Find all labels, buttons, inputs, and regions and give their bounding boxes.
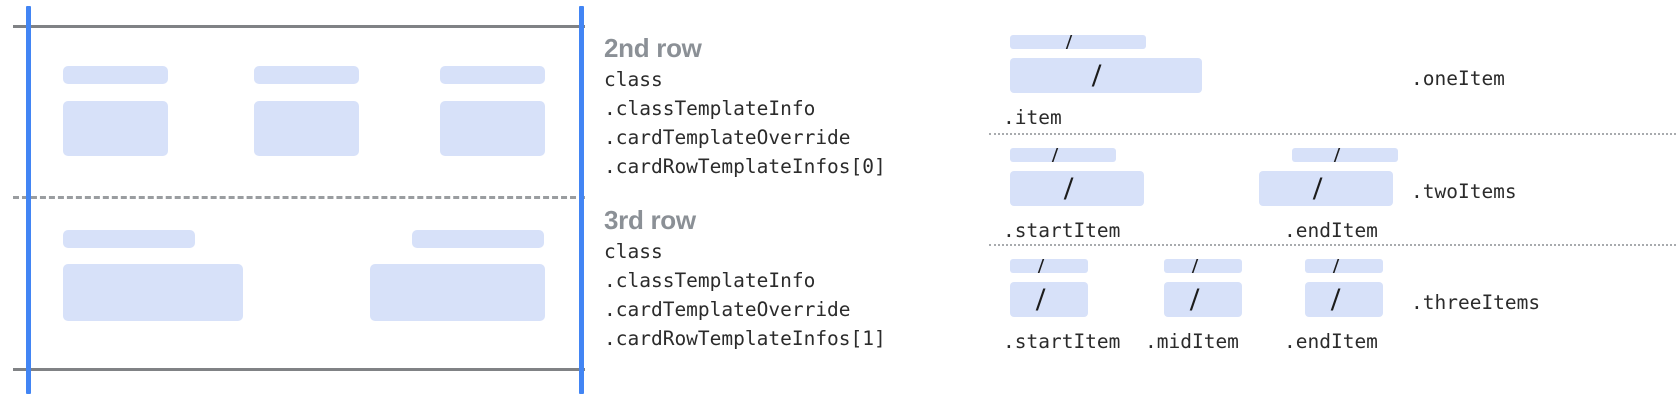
item-body-placeholder: /: [1164, 282, 1242, 317]
annotation-line: .cardTemplateOverride: [604, 298, 851, 321]
slash-glyph: /: [1333, 259, 1340, 273]
annotation-title: 2nd row: [604, 33, 702, 63]
item-body-placeholder: /: [1010, 171, 1144, 206]
variant-name: .oneItem: [1411, 67, 1505, 90]
placeholder-body: [440, 101, 545, 156]
content-guide-right: [579, 6, 584, 394]
slash-glyph: /: [1036, 282, 1046, 317]
annotation-line: class: [604, 240, 663, 263]
annotation-line: .cardTemplateOverride: [604, 126, 851, 149]
variant-name: .threeItems: [1411, 291, 1541, 314]
item-body-placeholder: /: [1305, 282, 1383, 317]
annotation-block-3rd-row: 3rd row class .classTemplateInfo .cardTe…: [604, 203, 886, 353]
item-label-placeholder: /: [1010, 259, 1088, 273]
placeholder-body: [370, 264, 545, 321]
item-caption: .startItem: [1003, 219, 1121, 242]
item-label-placeholder: /: [1305, 259, 1383, 273]
item-body-placeholder: /: [1259, 171, 1393, 206]
item-caption: .midItem: [1145, 330, 1239, 353]
item-layout-variants: / / .item .oneItem / / .startItem / /: [974, 0, 1676, 412]
placeholder-label: [254, 66, 359, 84]
variant-separator: [989, 133, 1676, 135]
annotation-line: class: [604, 68, 663, 91]
row-boundary-top: [13, 25, 585, 28]
item-body-placeholder: /: [1010, 58, 1202, 93]
item-label-placeholder: /: [1164, 259, 1242, 273]
item-caption: .item: [1003, 106, 1062, 129]
annotation-line: .classTemplateInfo: [604, 97, 816, 120]
slash-glyph: /: [1066, 35, 1073, 49]
slash-glyph: /: [1313, 171, 1323, 206]
slash-glyph: /: [1192, 259, 1199, 273]
slash-glyph: /: [1052, 148, 1059, 162]
annotation-line: .cardRowTemplateInfos[1]: [604, 327, 886, 350]
placeholder-label: [412, 230, 544, 248]
row-boundary-bottom: [13, 368, 585, 371]
placeholder-body: [63, 101, 168, 156]
placeholder-label: [440, 66, 545, 84]
annotation-block-2nd-row: 2nd row class .classTemplateInfo .cardTe…: [604, 31, 886, 181]
item-label-placeholder: /: [1010, 35, 1146, 49]
placeholder-body: [63, 264, 243, 321]
slash-glyph: /: [1038, 259, 1045, 273]
slash-glyph: /: [1190, 282, 1200, 317]
placeholder-body: [254, 101, 359, 156]
slash-glyph: /: [1334, 148, 1341, 162]
annotation-title: 3rd row: [604, 205, 696, 235]
slash-glyph: /: [1331, 282, 1341, 317]
slash-glyph: /: [1092, 58, 1102, 93]
item-caption: .endItem: [1284, 219, 1378, 242]
item-label-placeholder: /: [1010, 148, 1116, 162]
row-divider-dashed: [13, 196, 585, 199]
slash-glyph: /: [1064, 171, 1074, 206]
annotation-line: .classTemplateInfo: [604, 269, 816, 292]
item-label-placeholder: /: [1292, 148, 1398, 162]
placeholder-label: [63, 230, 195, 248]
variant-name: .twoItems: [1411, 180, 1517, 203]
placeholder-label: [63, 66, 168, 84]
item-body-placeholder: /: [1010, 282, 1088, 317]
content-guide-left: [26, 6, 31, 394]
item-caption: .startItem: [1003, 330, 1121, 353]
item-caption: .endItem: [1284, 330, 1378, 353]
annotation-column: 2nd row class .classTemplateInfo .cardTe…: [604, 0, 974, 412]
card-rows-diagram: [0, 0, 600, 412]
variant-separator: [989, 244, 1676, 246]
annotation-line: .cardRowTemplateInfos[0]: [604, 155, 886, 178]
